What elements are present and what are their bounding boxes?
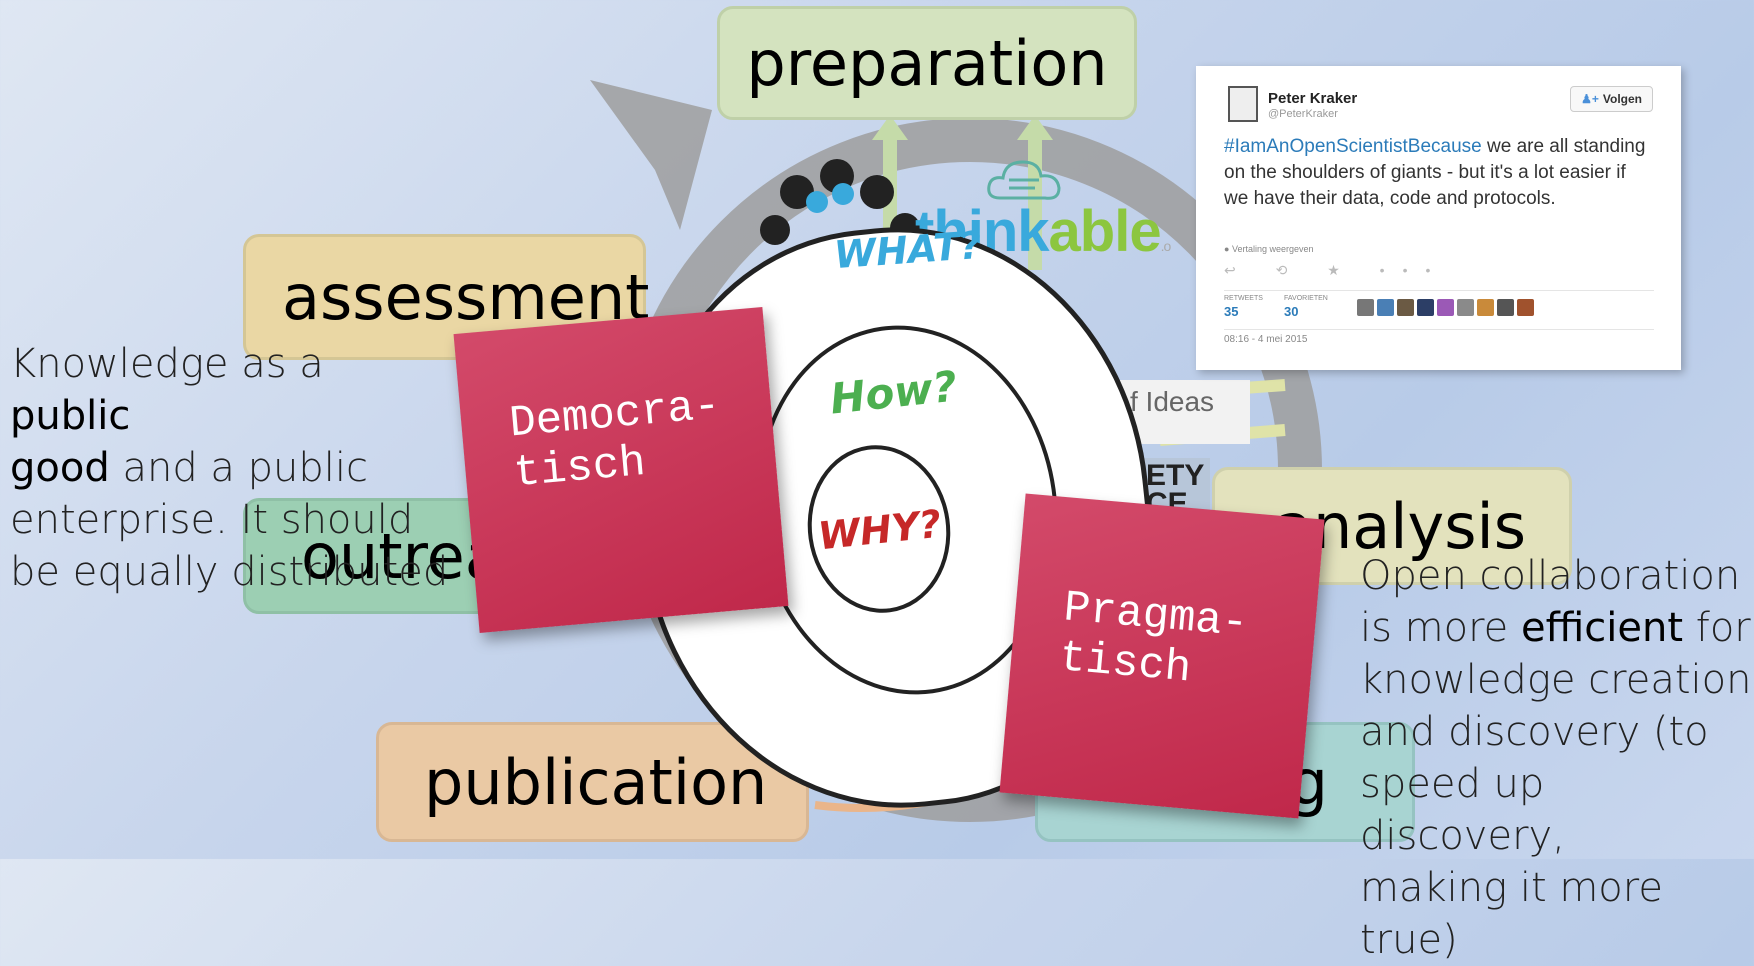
logo-suffix: .o [1160,238,1172,254]
phase-outreach-label: outrea [301,519,503,593]
tweet-timestamp[interactable]: 08:16 - 4 mei 2015 [1224,334,1308,345]
retweet-count[interactable]: RETWEETS 35 [1224,295,1263,319]
globe-icon: ● [1224,244,1232,254]
avatar[interactable] [1417,299,1434,316]
retweets-value: 35 [1224,304,1239,319]
tweet-stats: RETWEETS 35 FAVORIETEN 30 [1224,290,1654,330]
avatar[interactable] [1357,299,1374,316]
logo-able: able [1048,199,1162,264]
text-line: be equally distributed [10,549,449,595]
tweet-text: #IamAnOpenScientistBecause we are all st… [1224,134,1654,212]
follow-button[interactable]: ♟+Volgen [1570,86,1653,112]
text-emphasis: good [10,445,110,491]
ideas-snippet: f Ideas [1120,380,1250,444]
sticky-note-pragmatisch: Pragma- tisch [999,493,1325,819]
avatar[interactable] [1517,299,1534,316]
text-fragment: for [1683,605,1751,651]
cycle-arrowhead [590,80,712,230]
text-emphasis: efficient [1521,605,1684,651]
public-good-text: Knowledge as a public good and a public … [10,338,450,598]
text-fragment: Knowledge as a [10,341,324,387]
avatar[interactable] [1457,299,1474,316]
tweet-actions[interactable]: ↩ ⟲ ★ ••• [1224,262,1449,278]
text-line: speed up discovery, [1360,761,1565,859]
retweets-label: RETWEETS [1224,295,1263,302]
logo-dot [832,183,854,205]
text-line: enterprise. It should [10,497,414,543]
phase-publication-label: publication [424,745,768,819]
hashtag-link[interactable]: #IamAnOpenScientistBecause [1224,136,1482,157]
text-line: and discovery (to [1360,709,1709,755]
avatar[interactable] [1377,299,1394,316]
avatar[interactable] [1477,299,1494,316]
flow-arrowhead-up-2 [1017,115,1053,140]
tweet-body: we are all standing on the shoulders of … [1224,136,1646,209]
favorites-value: 30 [1284,304,1299,319]
follow-label: Volgen [1602,92,1642,106]
cloud-icon [987,160,1061,200]
tweet-card: Peter Kraker @PeterKraker ♟+Volgen #IamA… [1196,66,1681,370]
phase-publication: publication [376,722,809,842]
text-line: making it more true) [1360,865,1663,963]
avatar[interactable] [1437,299,1454,316]
tweet-author-handle[interactable]: @PeterKraker [1268,108,1338,120]
tweet-author-name[interactable]: Peter Kraker [1268,90,1358,107]
ety-line-1: ETY [1146,459,1205,492]
sticky-note-democratisch: Democra- tisch [453,307,789,633]
phase-outreach: outrea [243,498,563,614]
flow-arrowhead-up-1 [872,115,908,140]
avatar[interactable] [1497,299,1514,316]
translate-link[interactable]: ● Vertaling weergeven [1224,244,1314,254]
avatar[interactable] [1228,86,1258,122]
text-fragment: and a public [109,445,368,491]
translate-label: Vertaling weergeven [1231,244,1314,254]
logo-dot [760,215,790,245]
slide: preparation assessment outrea analysis p… [10,6,1751,963]
phase-preparation-label: preparation [746,26,1108,100]
text-emphasis: public [10,393,131,439]
avatar[interactable] [1397,299,1414,316]
logo-dot [860,175,894,209]
efficiency-text: Open collaboration is more efficient for… [1360,550,1754,966]
text-line: knowledge creation [1360,657,1752,703]
favorite-count[interactable]: FAVORIETEN 30 [1284,295,1328,319]
text-line: Open collaboration [1360,553,1741,599]
logo-dot [806,191,828,213]
phase-preparation: preparation [717,6,1137,120]
add-user-icon: ♟+ [1581,92,1599,106]
favoriter-avatars [1357,299,1537,321]
favorites-label: FAVORIETEN [1284,295,1328,302]
text-fragment: is more [1360,605,1521,651]
